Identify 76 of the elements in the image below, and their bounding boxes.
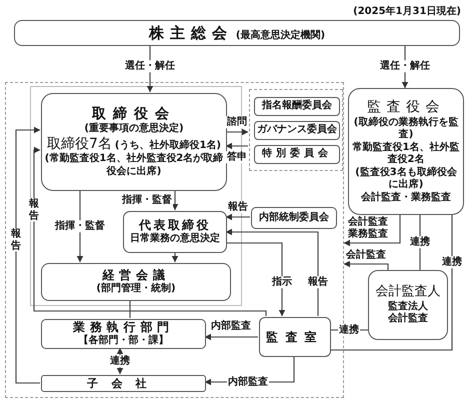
edge-label: 内部監査 [210, 320, 252, 332]
box-text: (部門管理・統制) [96, 283, 176, 296]
edge-label: 指揮・監督 [54, 220, 106, 232]
arrow [33, 146, 267, 316]
box-text: 取締役7名 [46, 136, 112, 152]
edge-label: 連携 [409, 236, 431, 248]
arrow [15, 126, 40, 384]
box-text: (監査役3名も取締役会に出席) [354, 166, 458, 192]
arrow [226, 242, 286, 316]
box-title: 代表取締役 [139, 218, 211, 232]
arrow [344, 260, 389, 270]
box-title: 会計監査人 [376, 284, 440, 300]
arrow [226, 142, 248, 150]
edge-label: 連携 [441, 256, 463, 268]
box-title: 株主総会 [148, 24, 233, 42]
arrow [226, 214, 250, 220]
arrow [172, 252, 178, 262]
edge-label: 選任・解任 [124, 60, 176, 72]
edge-label: 報告 [307, 276, 329, 288]
edge-label: 選任・解任 [379, 60, 431, 72]
box-text: (取締役の業務執行を監査) [352, 116, 460, 142]
rounded-box [254, 121, 340, 140]
edge-label: 報告 [10, 228, 22, 252]
arrow [204, 334, 258, 340]
box-text: (最高意思決定機関) [236, 30, 326, 42]
box-text: (常勤監査役1名、社外監査役2名が取締役会に出席) [44, 153, 224, 178]
rounded-box [41, 319, 206, 349]
rounded-box [123, 211, 227, 253]
arrow [226, 128, 248, 136]
box-title: ガバナンス委員会 [257, 124, 337, 137]
box-title: 特別委員会 [262, 148, 332, 161]
edge-label: 諮問 [226, 116, 248, 128]
arrow [344, 215, 401, 246]
rounded-box [251, 207, 337, 229]
date-note: (2025年1月31日現在) [353, 4, 461, 18]
box-text: (重要事項の意思決定) [84, 123, 184, 136]
box-title: 経営会議 [102, 268, 170, 282]
box-text: 会計監査 [388, 313, 428, 326]
box-text: 監査法人 [388, 300, 428, 312]
edge-label: 報告 [227, 201, 249, 213]
edge-label: 指揮・監督 [121, 194, 173, 206]
edge-label: 連携 [338, 324, 360, 336]
connector-line [129, 300, 131, 318]
box-text: 常勤監査役1名、社外監査役2名 [352, 142, 460, 166]
arrow [226, 228, 319, 316]
box-title: 監査役会 [366, 99, 446, 116]
rounded-box [41, 263, 231, 301]
box-title: 取締役会 [92, 106, 176, 122]
box-title: 子会社 [87, 376, 160, 390]
edge-label: 会計監査 [345, 249, 387, 261]
rounded-box [254, 97, 340, 116]
rounded-box [41, 375, 206, 392]
box-title: 業務執行部門 [73, 320, 174, 334]
arrow [172, 190, 178, 210]
connector-line [419, 215, 421, 270]
rounded-box [348, 88, 464, 215]
rounded-box [259, 317, 331, 357]
box-text: 日常業務の意思決定 [130, 233, 220, 246]
box-text: 会計監査・業務監査 [361, 192, 451, 204]
box-text: (うち、社外取締役1名) [114, 140, 222, 152]
edge-label: 答申 [226, 151, 248, 163]
dashed-group-frame [249, 89, 343, 171]
edge-label: 報告 [28, 198, 40, 222]
edge-label: 指示 [271, 276, 293, 288]
box-text: 【各部門・部・課】 [78, 335, 168, 348]
box-title: 内部統制委員会 [259, 212, 329, 224]
rounded-box [14, 20, 460, 46]
edge-label: 連携 [109, 355, 131, 367]
edge-label: 内部監査 [227, 376, 269, 388]
edge-label: 会計監査業務監査 [345, 216, 391, 240]
rounded-box [254, 145, 340, 164]
box-title: 監査室 [266, 330, 324, 344]
box-title: 指名報酬委員会 [262, 100, 332, 113]
connector-line [330, 215, 453, 351]
rounded-box [368, 270, 448, 340]
rounded-box [41, 93, 227, 191]
